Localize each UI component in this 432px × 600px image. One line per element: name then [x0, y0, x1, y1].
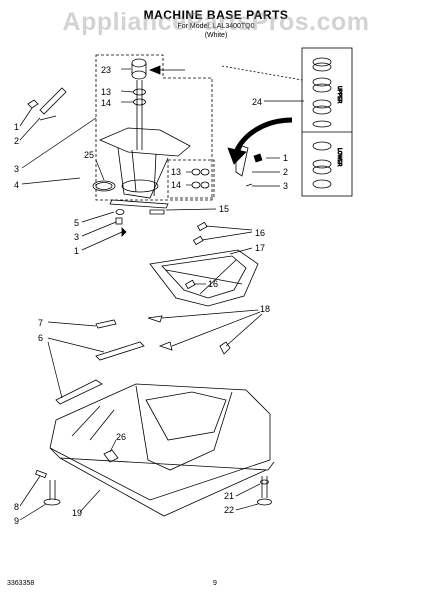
diagram-title: MACHINE BASE PARTS — [143, 8, 289, 22]
curved-pointer-arrow — [227, 117, 293, 165]
drive-hub-part — [131, 58, 147, 80]
callout-16: 16 — [255, 228, 265, 238]
callout-23: 23 — [101, 65, 111, 75]
clip-parts — [184, 221, 208, 290]
arrow-to-hub — [148, 65, 185, 75]
callout-13: 13 — [101, 87, 111, 97]
seal-subassembly-outline — [167, 159, 215, 199]
callout-1-right: 1 — [283, 153, 288, 163]
seal-pair-part — [191, 168, 210, 189]
snubber-ring-part — [92, 180, 116, 192]
drive-shaft-part — [133, 80, 146, 150]
bearing-inset-box — [301, 47, 353, 197]
callout-6: 6 — [38, 333, 43, 343]
callout-7: 7 — [38, 318, 43, 328]
callout-22: 22 — [224, 505, 234, 515]
gearcase-subassembly-outline — [95, 54, 213, 201]
callout-16-lower: 16 — [208, 279, 218, 289]
callout-3: 3 — [14, 164, 19, 174]
rod-and-channels — [55, 319, 145, 405]
callout-2-right: 2 — [283, 167, 288, 177]
document-number: 3363358 — [7, 580, 35, 587]
upper-label: UPPER — [336, 86, 342, 104]
callout-3-right: 3 — [283, 181, 288, 191]
callout-5: 5 — [74, 218, 79, 228]
mounting-clips-18 — [147, 315, 231, 355]
lower-bearing-stack — [312, 141, 332, 189]
platform-crossmember-part — [149, 249, 259, 307]
callout-17: 17 — [255, 243, 265, 253]
callout-numbers: 23 13 14 1 2 3 4 25 13 14 24 1 2 3 5 3 1… — [14, 65, 288, 526]
callout-21: 21 — [224, 491, 234, 501]
left-leveling-leg — [35, 469, 61, 506]
machine-base-frame — [49, 383, 275, 517]
lower-label: LOWER — [336, 148, 342, 167]
right-leveling-leg — [257, 476, 272, 506]
mount-fasteners — [115, 209, 127, 237]
callout-8: 8 — [14, 502, 19, 512]
callout-1-lower: 1 — [74, 246, 79, 256]
callout-1: 1 — [14, 122, 19, 132]
callout-3-lower: 3 — [74, 232, 79, 242]
gearcase-casting-part — [98, 127, 191, 199]
callout-9: 9 — [14, 516, 19, 526]
callout-13-seal: 13 — [171, 167, 181, 177]
callout-19: 19 — [72, 508, 82, 518]
model-subtitle: For Model: LAL3400TQ0 — [177, 23, 255, 30]
callout-25: 25 — [84, 150, 94, 160]
page-number: 9 — [213, 580, 217, 587]
clip-26-part — [103, 449, 119, 463]
stabilizer-bar — [109, 199, 169, 215]
right-bolt-bracket — [235, 145, 263, 187]
callout-15: 15 — [219, 204, 229, 214]
callout-18: 18 — [260, 304, 270, 314]
color-variant: (White) — [204, 32, 228, 39]
callout-leader-lines — [19, 68, 304, 521]
upper-bearing-stack — [312, 57, 332, 128]
callout-4: 4 — [14, 180, 19, 190]
callout-26: 26 — [116, 432, 126, 442]
callout-2: 2 — [14, 136, 19, 146]
callout-24: 24 — [252, 97, 262, 107]
callout-14-seal: 14 — [171, 180, 181, 190]
left-bolt-assembly — [27, 87, 67, 121]
callout-14: 14 — [101, 98, 111, 108]
